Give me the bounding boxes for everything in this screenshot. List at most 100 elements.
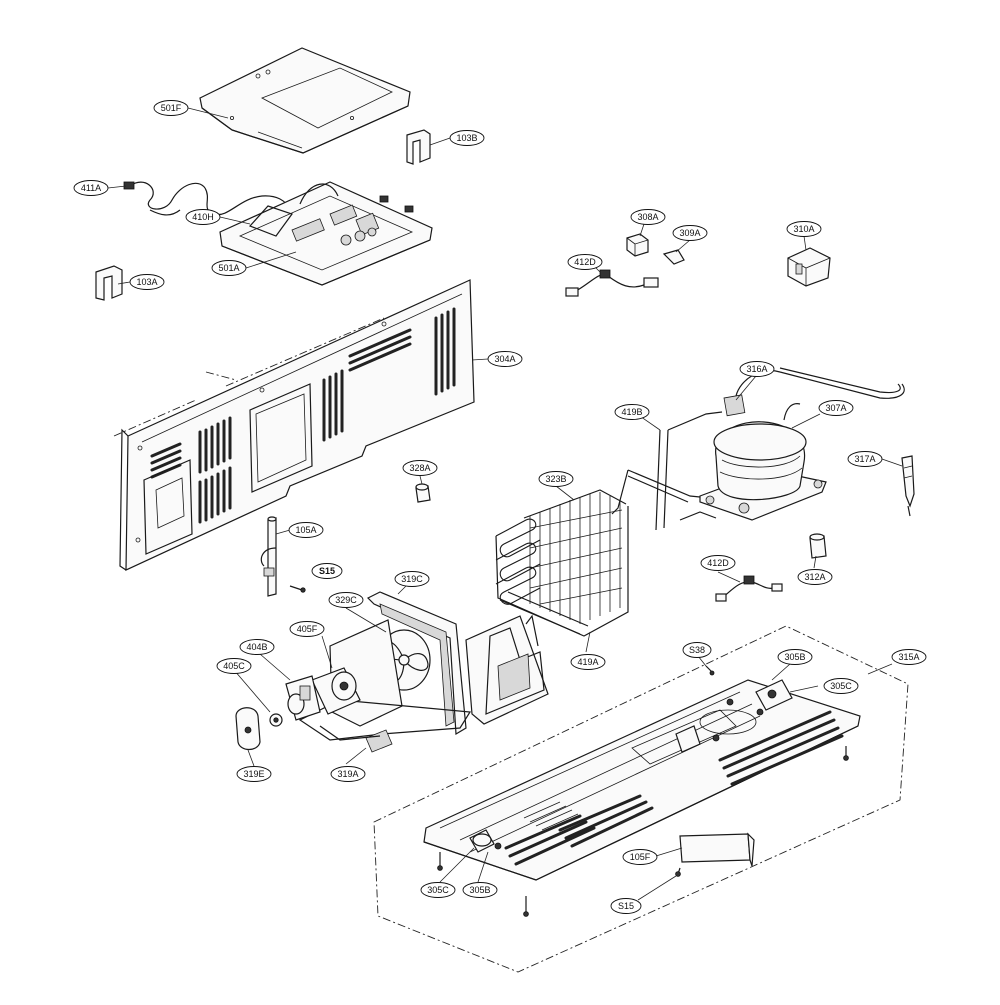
svg-text:501F: 501F — [161, 103, 182, 113]
part-pcb-housing-501a — [219, 181, 433, 286]
svg-text:315A: 315A — [898, 652, 919, 662]
callout-305b-bottom: 305B — [462, 882, 498, 898]
callout-310a: 310A — [786, 221, 822, 237]
svg-text:405F: 405F — [297, 624, 318, 634]
svg-text:312A: 312A — [804, 572, 825, 582]
callout-s38: S38 — [682, 642, 712, 658]
svg-text:304A: 304A — [494, 354, 515, 364]
callout-319c: 319C — [394, 571, 430, 587]
callout-309a: 309A — [672, 225, 708, 241]
svg-text:103A: 103A — [136, 277, 157, 287]
svg-text:405C: 405C — [223, 661, 245, 671]
part-drain-tube-105a — [260, 516, 277, 597]
part-power-cord-411a — [123, 181, 291, 216]
callout-304a: 304A — [487, 351, 523, 367]
svg-text:317A: 317A — [854, 454, 875, 464]
callout-410h: 410H — [185, 209, 221, 225]
part-harness-412d-bottom — [715, 575, 783, 602]
callout-305c-top: 305C — [823, 678, 859, 694]
svg-text:308A: 308A — [637, 212, 658, 222]
callout-501a: 501A — [211, 260, 247, 276]
svg-text:305B: 305B — [784, 652, 805, 662]
part-washer-405c — [269, 713, 283, 727]
callout-419b: 419B — [614, 404, 650, 420]
part-clip-103b — [406, 129, 431, 165]
callout-103b: 103B — [449, 130, 485, 146]
part-condenser-323b — [495, 489, 629, 637]
svg-text:329C: 329C — [335, 595, 357, 605]
svg-text:305C: 305C — [830, 681, 852, 691]
part-bracket-105f — [679, 832, 755, 867]
callout-329c: 329C — [328, 592, 364, 608]
callout-319a: 319A — [330, 766, 366, 782]
svg-text:419A: 419A — [577, 657, 598, 667]
callout-307a: 307A — [818, 400, 854, 416]
svg-text:323B: 323B — [545, 474, 566, 484]
svg-text:412D: 412D — [707, 558, 729, 568]
part-base-plate-315a — [423, 679, 861, 881]
part-compressor-307a — [699, 403, 827, 521]
svg-text:404B: 404B — [246, 642, 267, 652]
part-relay-308a — [626, 233, 649, 257]
svg-text:105A: 105A — [295, 525, 316, 535]
svg-text:307A: 307A — [825, 403, 846, 413]
part-cover-501f — [199, 47, 411, 154]
svg-text:310A: 310A — [793, 224, 814, 234]
callout-315a: 315A — [891, 649, 927, 665]
part-refrigerant-tubing — [611, 367, 905, 531]
callout-316a: 316A — [739, 361, 775, 377]
svg-text:319C: 319C — [401, 574, 423, 584]
part-clip-309a — [662, 249, 685, 265]
callout-305b-top: 305B — [777, 649, 813, 665]
part-bushing-328a — [415, 483, 431, 503]
callout-319e: 319E — [236, 766, 272, 782]
part-back-panel-304a — [119, 279, 475, 571]
svg-text:309A: 309A — [679, 228, 700, 238]
svg-text:105F: 105F — [630, 852, 651, 862]
svg-text:S38: S38 — [689, 645, 705, 655]
svg-text:501A: 501A — [218, 263, 239, 273]
callout-412d-top: 412D — [567, 254, 603, 270]
svg-text:S15: S15 — [618, 901, 634, 911]
svg-text:419B: 419B — [621, 407, 642, 417]
callout-404b: 404B — [239, 639, 275, 655]
callout-328a: 328A — [402, 460, 438, 476]
svg-text:410H: 410H — [192, 212, 214, 222]
part-clip-103a — [95, 265, 123, 301]
part-drier-316a — [723, 394, 746, 417]
svg-text:319E: 319E — [243, 769, 264, 779]
part-bracket-310a — [787, 247, 831, 287]
svg-text:328A: 328A — [409, 463, 430, 473]
callout-323b: 323B — [538, 471, 574, 487]
callout-405f: 405F — [289, 621, 325, 637]
callout-105f: 105F — [622, 849, 658, 865]
callout-501f: 501F — [153, 100, 189, 116]
callout-412d-bottom: 412D — [700, 555, 736, 571]
callout-405c: 405C — [216, 658, 252, 674]
callout-305c-bottom: 305C — [420, 882, 456, 898]
part-screw-s15-top — [289, 585, 306, 593]
callout-103a: 103A — [129, 274, 165, 290]
svg-text:305B: 305B — [469, 885, 490, 895]
callout-308a: 308A — [630, 209, 666, 225]
callout-419a: 419A — [570, 654, 606, 670]
svg-text:411A: 411A — [81, 183, 101, 193]
part-fan-housing-319c — [366, 591, 549, 736]
callout-317a: 317A — [847, 451, 883, 467]
part-fan-motor-405f — [311, 667, 361, 715]
part-thermistor-317a — [901, 455, 915, 517]
svg-text:S15: S15 — [319, 566, 335, 576]
part-screws-base — [437, 665, 849, 917]
svg-text:316A: 316A — [746, 364, 767, 374]
callout-s15-top: S15 — [311, 563, 343, 579]
svg-text:412D: 412D — [574, 257, 596, 267]
callout-411a: 411A — [73, 180, 109, 196]
callout-105a: 105A — [288, 522, 324, 538]
svg-text:103B: 103B — [456, 133, 477, 143]
svg-text:319A: 319A — [337, 769, 358, 779]
part-grommet-312a — [809, 533, 827, 559]
part-harness-412d-top — [565, 269, 659, 297]
part-cover-319e — [235, 707, 261, 751]
